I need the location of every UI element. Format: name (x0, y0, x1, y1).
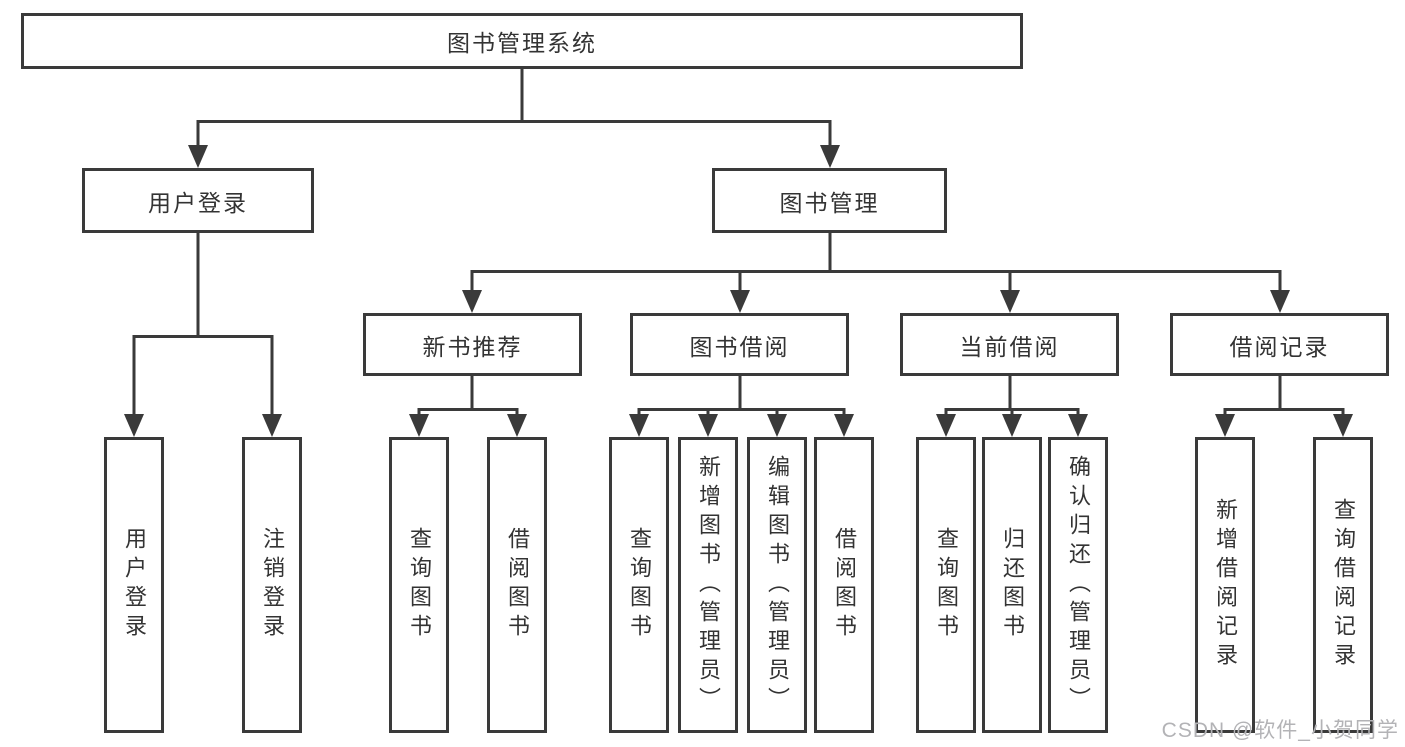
leaf-add-books-admin: 新增图书（管理员） (678, 437, 738, 733)
node-new-book-recommendation: 新书推荐 (363, 313, 582, 376)
leaf-query-books-recommend: 查询图书 (389, 437, 449, 733)
leaf-label: 编辑图书（管理员） (765, 454, 790, 716)
leaf-borrow-books-borrowing: 借阅图书 (814, 437, 874, 733)
leaf-borrow-books-recommend: 借阅图书 (487, 437, 547, 733)
arrowhead-icons (124, 145, 1353, 437)
leaf-label: 注销登录 (260, 527, 285, 643)
leaf-query-books-current: 查询图书 (916, 437, 976, 733)
node-book-management-branch: 图书管理 (712, 168, 947, 233)
leaf-logout: 注销登录 (242, 437, 302, 733)
node-user-login-branch: 用户登录 (82, 168, 314, 233)
leaf-query-books-borrowing: 查询图书 (609, 437, 669, 733)
leaf-label: 归还图书 (1000, 527, 1025, 643)
leaf-label: 新增图书（管理员） (696, 454, 721, 716)
node-borrowing-records: 借阅记录 (1170, 313, 1389, 376)
leaf-label: 确认归还（管理员） (1066, 454, 1091, 716)
leaf-label: 新增借阅记录 (1213, 498, 1238, 672)
node-label: 图书借阅 (689, 333, 790, 360)
leaf-label: 借阅图书 (832, 527, 857, 643)
leaf-add-borrow-record: 新增借阅记录 (1195, 437, 1255, 733)
node-label: 当前借阅 (959, 333, 1060, 360)
leaf-label: 查询借阅记录 (1331, 498, 1356, 672)
leaf-query-borrow-record: 查询借阅记录 (1313, 437, 1373, 733)
leaf-label: 借阅图书 (505, 527, 530, 643)
leaf-label: 用户登录 (122, 527, 147, 643)
node-library-management-system: 图书管理系统 (21, 13, 1023, 69)
leaf-label: 查询图书 (407, 527, 432, 643)
csdn-watermark: CSDN @软件_小贺同学 (1161, 719, 1399, 742)
node-label: 用户登录 (148, 189, 248, 216)
node-current-borrowing: 当前借阅 (900, 313, 1119, 376)
node-label: 新书推荐 (422, 333, 523, 360)
leaf-label: 查询图书 (627, 527, 652, 643)
leaf-return-books: 归还图书 (982, 437, 1042, 733)
node-label: 图书管理系统 (447, 30, 597, 56)
node-label: 图书管理 (779, 189, 880, 216)
leaf-user-login: 用户登录 (104, 437, 164, 733)
leaf-edit-books-admin: 编辑图书（管理员） (747, 437, 807, 733)
node-label: 借阅记录 (1229, 333, 1330, 360)
leaf-confirm-return-admin: 确认归还（管理员） (1048, 437, 1108, 733)
node-book-borrowing: 图书借阅 (630, 313, 849, 376)
leaf-label: 查询图书 (934, 527, 959, 643)
